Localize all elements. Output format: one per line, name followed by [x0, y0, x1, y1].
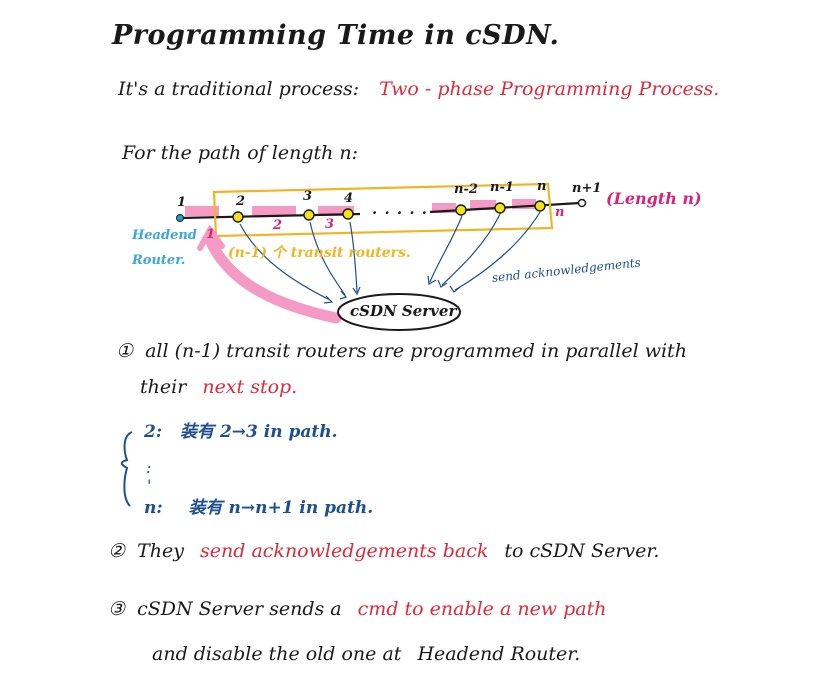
step3-server-sends: cSDN Server sends a [137, 598, 342, 620]
page-title: Programming Time in cSDN. [112, 20, 560, 51]
pink-segment-6 [512, 199, 536, 209]
ack-arrows [239, 211, 541, 304]
node-label-2: 2 [236, 194, 246, 209]
brace-item-1-key: 2: [144, 422, 163, 442]
step1-their: their [140, 376, 187, 398]
pink-segment-4 [432, 203, 456, 213]
step2-to-server: to cSDN Server. [504, 540, 660, 562]
brace-item-2-val: 装有 n→n+1 in path. [188, 498, 374, 518]
brace [120, 431, 133, 507]
step3-marker: ③ [108, 598, 126, 620]
pink-command-arrow [204, 234, 342, 324]
node-label-3: 3 [303, 189, 313, 204]
pink-label-n: n [555, 205, 565, 220]
node-2 [232, 211, 244, 223]
server-ellipse [337, 293, 461, 331]
node-label-1: 1 [177, 195, 187, 210]
node-label-n-1: n-1 [490, 180, 514, 195]
transit-box [212, 182, 554, 238]
brace-dots-2: ' [147, 476, 152, 495]
pink-label-1: 1 [206, 227, 216, 242]
intro-label: It's a traditional process: [118, 78, 360, 100]
step3-disable: and disable the old one at [152, 643, 402, 665]
intro-text: It's a traditional process: Two - phase … [118, 80, 719, 99]
pink-segment-5 [470, 200, 496, 210]
node-n-2 [455, 204, 467, 216]
node-3 [303, 209, 315, 221]
node-label-n: n [537, 179, 547, 194]
intro-highlight: Two - phase Programming Process. [379, 78, 720, 100]
node-label-n-2: n-2 [454, 182, 478, 197]
step1-next-stop: next stop. [202, 376, 298, 398]
transit-label: (n-1) 个 transit routers. [228, 245, 411, 261]
length-label: (Length n) [606, 189, 702, 208]
pink-label-2: 2 [273, 218, 283, 233]
step3-line2: and disable the old one at Headend Route… [152, 645, 580, 664]
pink-label-3: 3 [325, 217, 335, 232]
step3-headend: Headend Router. [417, 643, 581, 665]
node-label-n-plus-1: n+1 [572, 181, 602, 196]
step3-cmd: cmd to enable a new path [357, 598, 607, 620]
node-n-plus-1 [577, 198, 587, 208]
pink-segment-3 [318, 206, 354, 216]
path-heading: For the path of length n: [122, 142, 359, 164]
step1-marker: ① [116, 340, 134, 362]
step2-they: They [137, 540, 184, 562]
node-4 [342, 208, 354, 220]
node-1 [176, 214, 184, 222]
brace-dots-1: : [146, 458, 152, 477]
path-ellipsis: . . . . . [372, 200, 428, 218]
node-n [534, 200, 546, 212]
step2-send-ack: send acknowledgements back [200, 540, 489, 562]
step1-line2: their next stop. [140, 378, 297, 397]
pink-segment-1 [185, 206, 219, 216]
brace-item-1-val: 装有 2→3 in path. [180, 422, 338, 442]
brace-item-2: n: 装有 n→n+1 in path. [144, 500, 373, 517]
server-label: cSDN Server [350, 302, 457, 320]
brace-item-1: 2: 装有 2→3 in path. [144, 424, 338, 441]
step3-line1: ③ cSDN Server sends a cmd to enable a ne… [108, 600, 606, 619]
headend-label-1: Headend [132, 228, 197, 243]
headend-label-2: Router. [132, 253, 186, 268]
step1-line1: ① all (n-1) transit routers are programm… [116, 342, 687, 361]
brace-item-2-key: n: [144, 498, 163, 518]
step2-line: ② They send acknowledgements back to cSD… [108, 542, 659, 561]
pink-arrowhead [197, 224, 225, 251]
node-label-4: 4 [344, 191, 354, 206]
pink-segment-2 [252, 206, 296, 216]
step2-marker: ② [108, 540, 126, 562]
path-line-left [179, 212, 361, 220]
step1-text: all (n-1) transit routers are programmed… [145, 340, 687, 362]
node-n-1 [494, 202, 506, 214]
